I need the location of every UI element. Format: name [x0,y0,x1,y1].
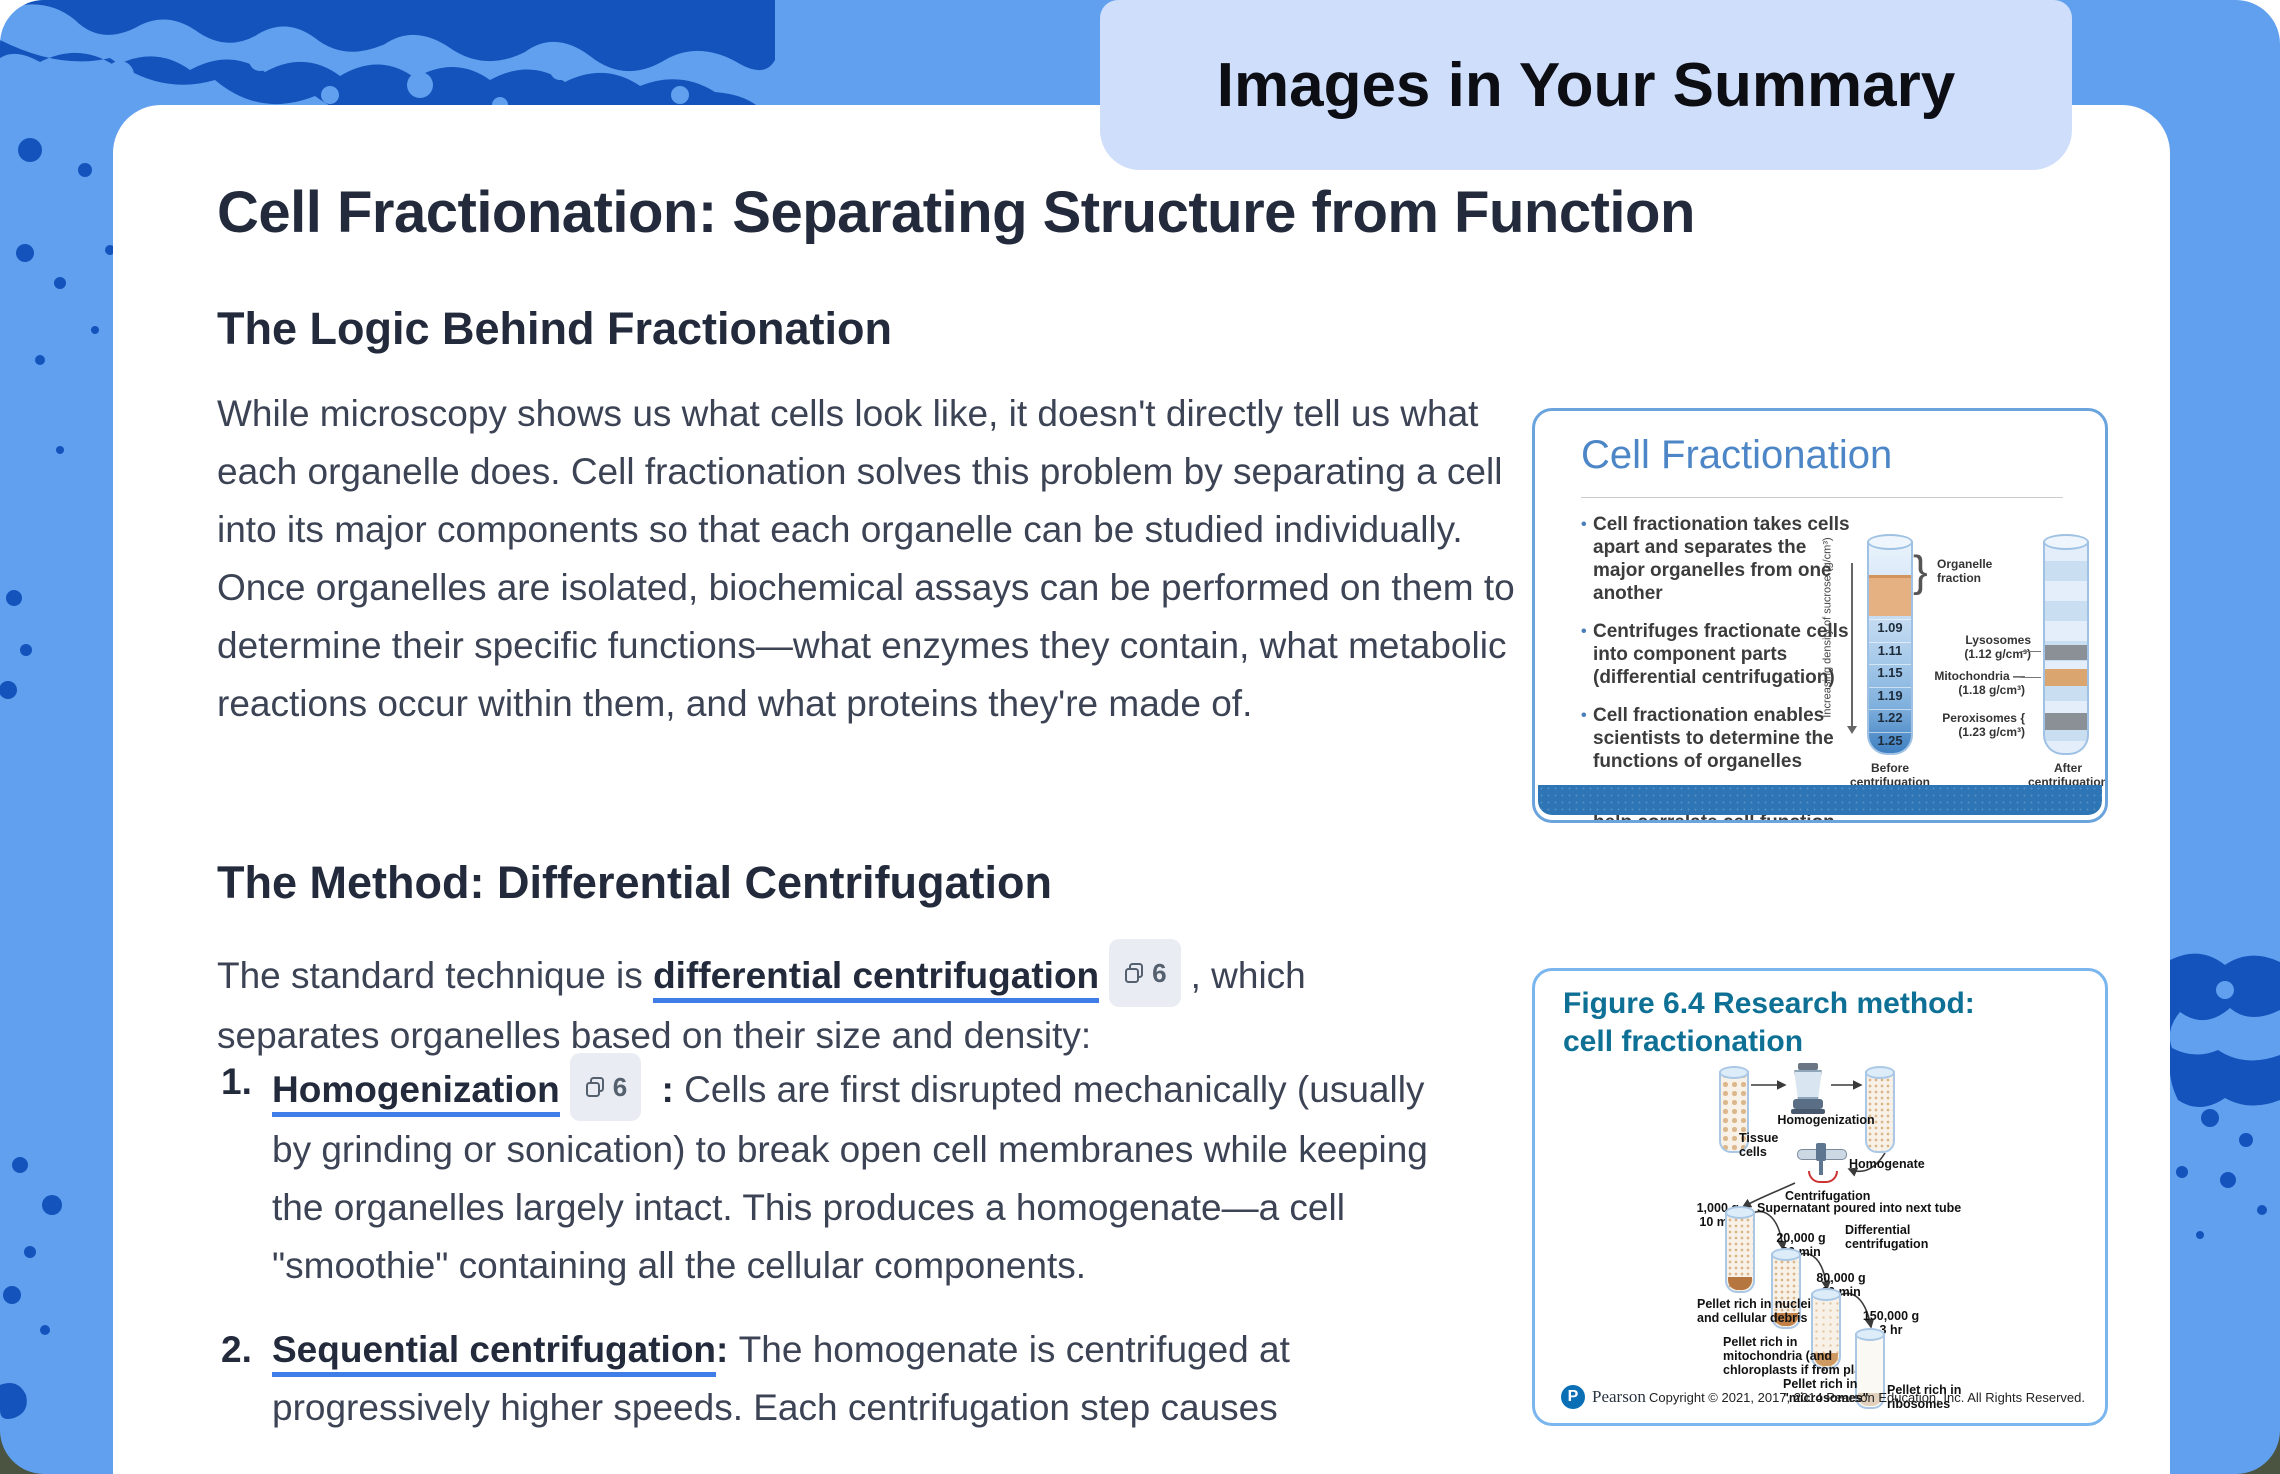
pellet-label-4: Pellet rich in ribosomes [1887,1383,1962,1411]
method-steps-list: 1. Homogenization 6 : Cells are first dis… [113,1053,1513,1463]
lysosomes-pointer-line [2021,651,2041,652]
list-item-number: 1. [221,1061,252,1102]
density-value: 1.19 [1869,686,1911,710]
density-value: 1.15 [1869,664,1911,687]
paragraph-method-intro: The standard technique is differential c… [217,939,1457,1065]
density-value: 1.22 [1869,709,1911,732]
list-item-body: Cells are first disrupted mechanically (… [272,1069,1428,1286]
organelle-fraction-label: Organelle fraction [1937,557,1993,585]
citation-badge[interactable]: 6 [569,1053,642,1121]
list-item: 1. Homogenization 6 : Cells are first dis… [113,1053,1462,1295]
list-item-number: 2. [221,1329,252,1370]
slide-title: Cell Fractionation [1581,433,1893,477]
copy-pages-icon [585,1077,604,1097]
before-centrifugation-tube: 1.09 1.11 1.15 1.19 1.22 1.25 [1867,534,1913,755]
pellet-2 [1774,1313,1798,1326]
lysosomes-band [2045,645,2087,660]
mitochondria-label: Mitochondria —(1.18 g/cm³) [1934,669,2025,697]
mitochondria-band [2045,669,2087,686]
list-item-separator: : [651,1069,685,1110]
homogenate-tube [1865,1066,1895,1153]
bullet-dot: • [1581,516,1587,533]
organelle-fraction-band [1869,575,1911,616]
pellet-label-2: Pellet rich in mitochondria (and chlorop… [1723,1335,1878,1377]
list-item-separator: : [716,1329,739,1370]
after-centrifugation-tube [2043,534,2089,755]
pearson-logo: P Pearson [1561,1385,1646,1409]
citation-badge[interactable]: 6 [1109,939,1181,1007]
intro-text-post: , which separates organelles based on th… [217,955,1306,1056]
slide-bullet-list: • Cell fractionation takes cells apart an… [1581,513,1863,820]
organelle-brace: } [1913,547,1928,596]
list-item-body: The homogenate is centrifuged at progres… [272,1329,1290,1428]
pellet-3 [1814,1353,1838,1366]
pellet-label-3: Pellet rich in "microsomes" [1783,1377,1869,1405]
slide-title-divider [1581,497,2063,498]
slide-bullet-text: Cell fractionation enables scientists to… [1593,705,1834,772]
density-values: 1.09 1.11 1.15 1.19 1.22 1.25 [1869,619,1911,754]
centrifuge-tube-2 [1771,1248,1801,1329]
figure-copyright: Copyright © 2021, 2017, 2014 Pearson Edu… [1649,1390,2085,1405]
figure-title: Figure 6.4 Research method: cell fractio… [1563,987,1975,1058]
summary-images-badge-label: Images in Your Summary [1216,50,1956,120]
homogenization-label: Homogenization [1777,1113,1875,1127]
figure-image-cell-fractionation-method[interactable]: Figure 6.4 Research method: cell fractio… [1532,968,2108,1426]
bullet-dot: • [1581,707,1587,724]
peroxisomes-label: Peroxisomes {(1.23 g/cm³) [1942,711,2025,739]
blender-icon [1791,1063,1825,1114]
term-link-homogenization[interactable]: Homogenization [272,1069,560,1117]
slide-bullet: • Cell fractionation takes cells apart an… [1581,513,1863,605]
tissue-cells-label: Tissue cells [1739,1131,1779,1159]
section-heading-logic: The Logic Behind Fractionation [217,303,892,354]
summary-images-badge: Images in Your Summary [1100,0,2072,170]
citation-count: 6 [1152,958,1167,988]
slide-bullet-text: Centrifuges fractionate cells into compo… [1593,621,1849,688]
term-link-differential-centrifugation[interactable]: differential centrifugation [653,955,1100,1003]
mitochondria-pointer-line [2021,677,2041,678]
centrifuge-icon [1797,1139,1847,1183]
density-value: 1.09 [1869,619,1911,642]
term-link-sequential-centrifugation[interactable]: Sequential centrifugation [272,1329,717,1377]
homogenate-label: Homogenate [1849,1157,1925,1171]
supernatant-label: Supernatant poured into next tube [1757,1201,1962,1215]
centrifuge-tube-3 [1811,1288,1841,1369]
centrifuge-tube-4 [1855,1328,1885,1409]
bullet-dot: • [1581,623,1587,640]
summary-card: Cell Fractionation: Separating Structure… [113,105,2170,1474]
peroxisomes-band [2045,713,2087,730]
pearson-logo-icon: P [1561,1385,1585,1409]
intro-text-pre: The standard technique is [217,955,654,996]
lysosomes-label: Lysosomes(1.12 g/cm³) [1964,633,2031,661]
density-axis-arrow [1847,563,1857,734]
density-value: 1.11 [1869,641,1911,665]
pellet-label-1: Pellet rich in nuclei and cellular debri… [1697,1297,1811,1325]
centrifugation-label: Centrifugation [1785,1189,1871,1203]
page-title: Cell Fractionation: Separating Structure… [217,180,1695,245]
centrifuge-tube-1 [1725,1206,1755,1293]
copy-pages-icon [1125,963,1144,983]
section-heading-method: The Method: Differential Centrifugation [217,857,1052,908]
slide-bullet: • Cell fractionation enables scientists t… [1581,704,1863,773]
slide-bullet-text: Cell fractionation takes cells apart and… [1593,514,1850,604]
pearson-logo-text: Pearson [1592,1387,1646,1406]
slide-bullet: • Centrifuges fractionate cells into comp… [1581,620,1863,689]
slide-footer-bar [1538,785,2102,815]
pellet-1 [1728,1277,1752,1290]
pellet-4 [1858,1393,1882,1406]
tissue-cells-tube [1719,1066,1749,1153]
paragraph-logic: While microscopy shows us what cells loo… [217,393,1515,724]
citation-count: 6 [612,1072,628,1102]
list-item: 2. Sequential centrifugation: The homoge… [113,1321,1462,1437]
differential-centrifugation-label: Differential centrifugation [1845,1223,1929,1251]
density-value: 1.25 [1869,731,1911,755]
slide-image-cell-fractionation[interactable]: Cell Fractionation • Cell fractionation t… [1532,408,2108,823]
